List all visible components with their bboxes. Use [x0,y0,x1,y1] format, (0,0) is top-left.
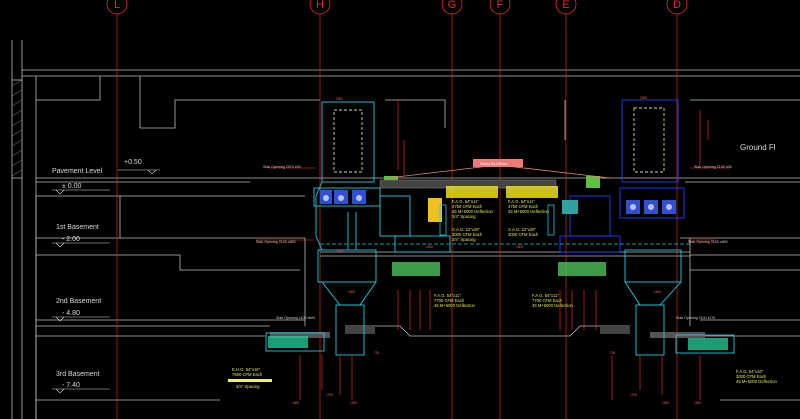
grid-bubble-g [441,0,463,15]
grid-label-g: G [448,0,457,11]
grid-bubble-d [666,0,688,15]
ega-note-left-line3: 3/4" Spacing [236,384,260,389]
level-markers [52,169,160,394]
dim-label: 1300 [694,401,701,405]
slab-opening-label-3: Slab Opening 2100 x800 [256,240,296,244]
dim-label: 1700 [336,249,343,253]
level-value-3rd-basement: - 7.40 [62,382,80,389]
level-label-3rd-basement: 3rd Basement [56,371,100,378]
dim-label: 1700 [630,393,637,397]
dimension-ticks [256,100,730,400]
dim-label: 1300 [350,401,357,405]
fag-note-2-line2: 4750 CFM Each [508,204,539,209]
level-labels: Pavement Level ± 0.00 1st Basement - 2.0… [52,143,776,389]
level-value-upper: +0.50 [124,159,142,166]
level-label-pavement: Pavement Level [52,168,103,175]
dim-label: 1500 [426,245,433,249]
slab-opening-label-1: Slab Opening 2570 x00 [263,165,301,169]
sag-note-1-line1: S.A.G. 22"x20" [452,227,480,232]
grid-label-f: F [497,0,504,11]
slab-opening-label-2: Slab Opening 2100 x00 [694,165,732,169]
slab-opening-label-5: Slab Opening 1100 x800 [276,316,315,320]
slab-opening-label-6: Slab Opening 1100 x270 [676,316,715,320]
dimension-labels: 2000 2000 1700 1400 1400 1500 1500 1300 … [292,96,701,405]
annotations: Slab Opening 2570 x00 Slab Opening 2100 … [228,162,778,389]
grid-lines [116,14,678,419]
grid-bubble-h [309,0,331,15]
grid-bubble-f [489,0,511,15]
left-fan-units[interactable] [268,176,442,348]
fag-note-1-line2: 4750 CFM Each [452,204,483,209]
ega-note-right-line2: 3000 CFM Each [736,374,767,379]
level-value-2nd-basement: - 4.80 [62,310,80,317]
level-value-1st-basement: - 2.00 [62,236,80,243]
fag-note-3-line1: F.A.G. 54"x11" [434,293,461,298]
ega-note-right-line3: 45 M+5000 Deflection [736,379,778,384]
structure-lines [11,40,800,419]
level-label-ground-floor: Ground Fl [740,143,776,152]
fag-note-1-line3: 45 M+5000 Deflection [452,209,494,214]
level-label-1st-basement: 1st Basement [56,224,99,231]
grid-label-e: E [562,0,569,11]
fag-note-3-line3: 45 M+5000 Deflection [434,303,476,308]
slab-opening-label-4: Slab Opening 2100 x800 [688,240,728,244]
dim-label: 1300 [662,401,669,405]
level-value-pavement: ± 0.00 [62,183,82,190]
fag-note-1-line1: F.A.G. 54"x11" [452,199,479,204]
dim-label: 2000 [640,96,647,100]
ega-note-right-line1: F.A.G. 54"x16" [736,369,764,374]
grid-bubble-e [555,0,577,15]
fag-note-3-line2: 7700 CFM Each [434,298,465,303]
right-fan-units[interactable] [558,176,728,350]
sag-note-1-line3: 3/4" Spacing [452,237,476,242]
sag-note-1-line2: 3000 CFM Each [452,232,483,237]
level-label-2nd-basement: 2nd Basement [56,298,101,305]
right-ventilation-shaft[interactable] [559,99,735,356]
sag-note-2-line2: 3000 CFM Each [508,232,539,237]
dim-label: 700 [610,351,616,355]
dim-label: 1500 [516,245,523,249]
sag-note-2-line1: S.A.G. 22"x20" [508,227,536,232]
fag-note-1-line4: 3/4" Spacing [452,214,476,219]
dim-label: 700 [374,351,380,355]
grid-label-l: L [114,0,120,11]
hatched-wall [11,79,23,177]
ega-note-left-line1: E.H.G. 54"x16" [232,367,261,372]
fag-note-2-line1: F.A.G. 54"x11" [508,199,535,204]
fag-note-4-line3: 45 M+5000 Deflection [532,303,574,308]
dim-label: 1300 [292,401,299,405]
plenum-label: Works By Others [480,162,507,166]
dim-label: 1700 [326,393,333,397]
central-plenum[interactable] [320,159,690,245]
grid-bubble-l [106,0,128,15]
dim-label: 1400 [654,290,661,294]
grid-label-h: H [316,0,324,11]
dim-label: 2000 [336,97,343,101]
fag-note-4-line2: 7700 CFM Each [532,298,563,303]
fag-note-4-line1: F.A.G. 54"x11" [532,293,559,298]
ega-left-bar [228,379,272,382]
dim-label: 1400 [348,290,355,294]
ega-note-left-line2: 7500 CFM Each [232,372,263,377]
fag-note-2-line3: 45 M+5000 Deflection [508,209,550,214]
grid-label-d: D [673,0,681,11]
